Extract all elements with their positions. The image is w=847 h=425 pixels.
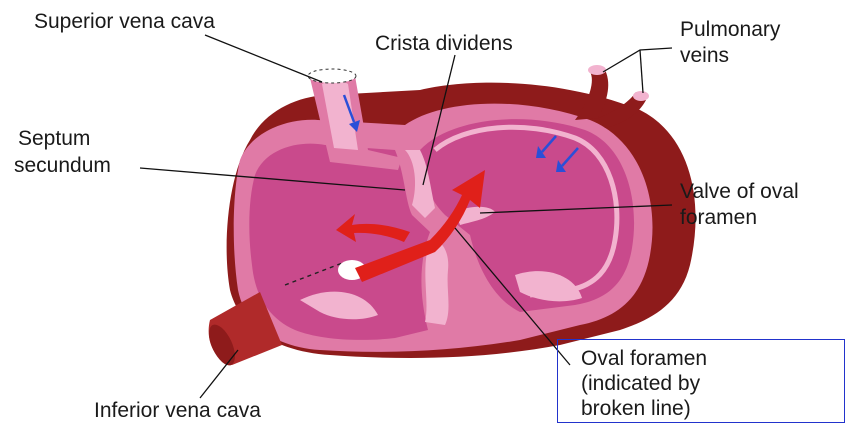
svc-opening — [308, 69, 356, 83]
label-inferior-vena-cava: Inferior vena cava — [94, 399, 261, 422]
leader-pulmonary-veins-2 — [640, 50, 643, 93]
label-pulmonary-veins-1: Pulmonary — [680, 18, 781, 41]
label-septum-secundum-2: secundum — [14, 154, 111, 177]
label-superior-vena-cava: Superior vena cava — [34, 10, 215, 33]
label-pulmonary-veins-2: veins — [680, 44, 729, 67]
oval-foramen-callout-box — [557, 339, 845, 423]
leader-superior-vena-cava — [205, 35, 322, 82]
label-crista-dividens: Crista dividens — [375, 32, 513, 55]
label-valve-oval-foramen-1: Valve of oval — [680, 180, 799, 203]
label-septum-secundum-1: Septum — [18, 127, 90, 150]
label-valve-oval-foramen-2: foramen — [680, 206, 757, 229]
leader-pulmonary-veins — [603, 48, 672, 72]
